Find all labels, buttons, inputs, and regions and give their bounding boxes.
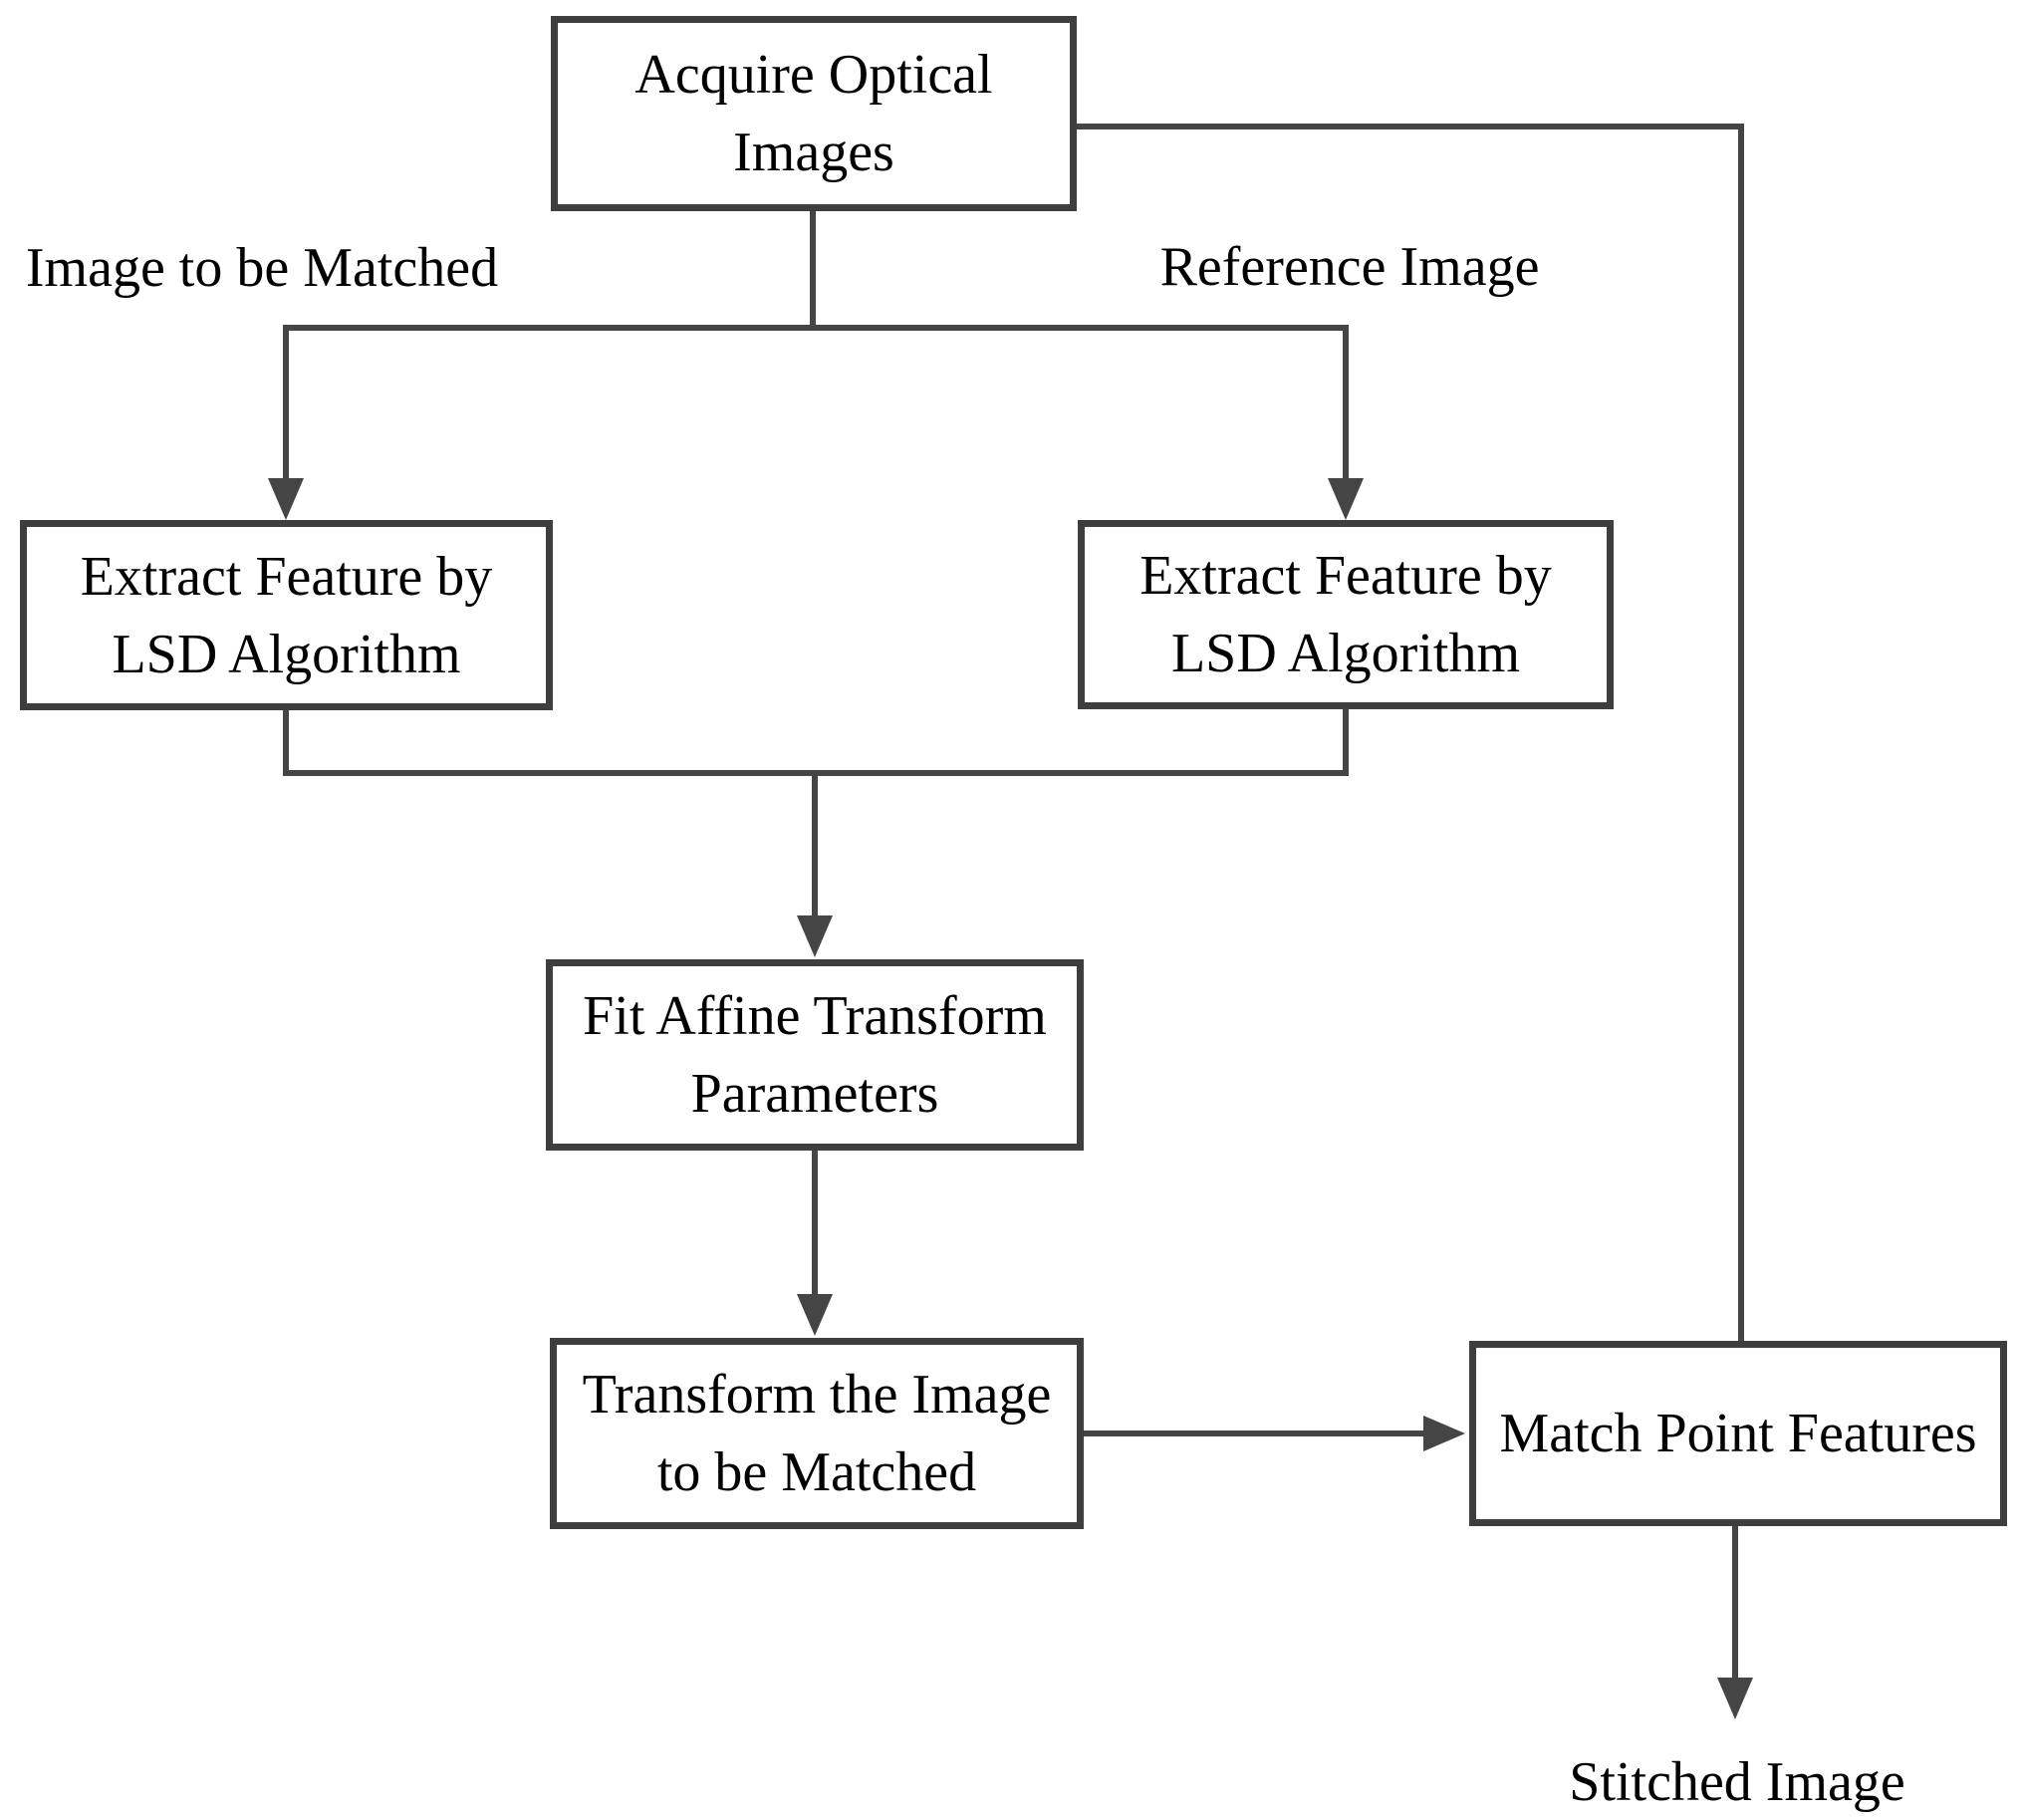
edge-split-rail [283, 325, 1349, 484]
edge-merge-rail [283, 708, 1349, 776]
node-label-acquire: Acquire Optical Images [634, 44, 993, 183]
node-label-match-points: Match Point Features [1499, 1403, 1977, 1464]
edge-label-stitched-image: Stitched Image [1569, 1751, 1905, 1813]
arrowhead-into-match [1423, 1416, 1465, 1451]
arrowhead-into-extract-right [1328, 478, 1364, 520]
arrowhead-into-extract-left [268, 478, 304, 520]
node-acquire-optical-images: Acquire Optical Images [551, 16, 1077, 211]
node-label-transform-image: Transform the Image to be Matched [582, 1364, 1052, 1503]
arrowhead-into-fit [797, 915, 833, 957]
node-extract-feature-left: Extract Feature by LSD Algorithm [20, 520, 553, 710]
edge-acquire-to-match-elbow [1075, 124, 1744, 1343]
edge-label-reference-image: Reference Image [1159, 236, 1540, 298]
edge-label-image-to-be-matched: Image to be Matched [25, 237, 499, 299]
node-transform-image: Transform the Image to be Matched [550, 1338, 1084, 1529]
node-label-extract-left: Extract Feature by LSD Algorithm [80, 545, 493, 685]
node-label-extract-right: Extract Feature by LSD Algorithm [1139, 545, 1552, 684]
node-label-fit-affine: Fit Affine Transform Parameters [583, 985, 1047, 1125]
node-fit-affine-transform: Fit Affine Transform Parameters [546, 959, 1084, 1151]
arrowhead-into-transform [797, 1294, 833, 1336]
node-match-point-features: Match Point Features [1469, 1341, 2007, 1526]
node-extract-feature-right: Extract Feature by LSD Algorithm [1078, 520, 1614, 709]
arrowhead-into-output [1717, 1678, 1753, 1719]
